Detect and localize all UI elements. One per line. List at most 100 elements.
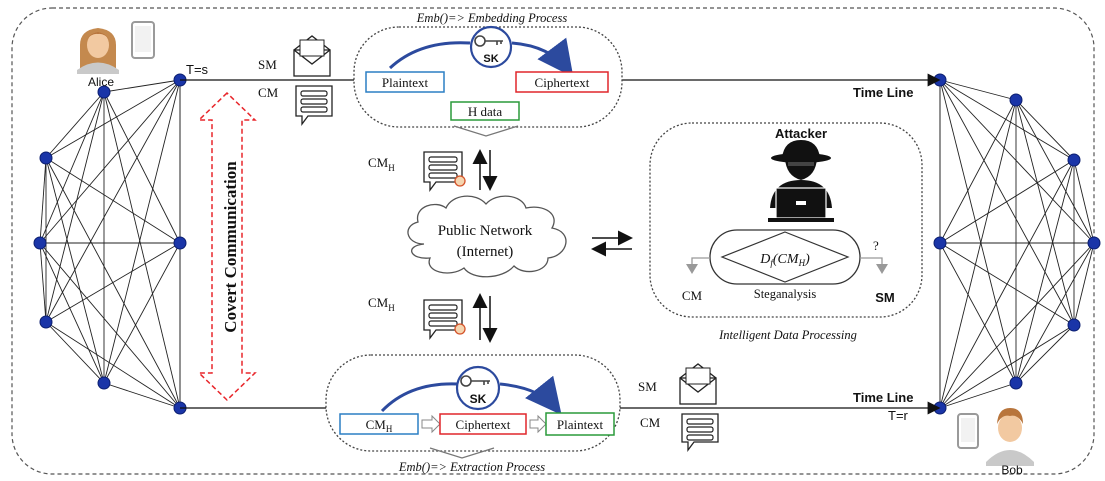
bob-network-mesh: [933, 73, 1101, 415]
cmh-top-label: CMH: [368, 155, 395, 173]
top-timeline-label: Time Line: [853, 85, 913, 100]
sm-branch-line: [860, 257, 883, 266]
alice-time-label: T=s: [186, 62, 209, 77]
detector-diamond: [720, 231, 850, 283]
bob-mesh-link: [1073, 242, 1095, 326]
bob-mesh-link: [1073, 159, 1095, 244]
bob-phone-icon: [957, 413, 979, 449]
alice-mesh-link: [45, 91, 105, 159]
bob-message-icon: [681, 413, 719, 452]
alice-mesh-link: [39, 242, 47, 323]
public-network-label: Public Network: [438, 223, 533, 239]
cm-branch-arrowhead: [686, 264, 698, 274]
bob-mesh-link: [1015, 99, 1075, 161]
alice-mesh-link: [103, 79, 181, 93]
alice-mesh-link: [39, 157, 47, 244]
alice-network-node: [33, 236, 47, 250]
alice-network-node: [97, 376, 111, 390]
bob-mesh-link: [939, 159, 1075, 244]
attacker-title: Attacker: [775, 126, 827, 141]
alice-network-node: [173, 236, 187, 250]
bob-mesh-link: [939, 79, 1075, 326]
extraction-arrow-2: [529, 414, 547, 434]
embedding-title: Emb()=> Embedding Process: [416, 11, 568, 25]
extraction-chevron: [429, 447, 495, 459]
alice-mesh-link: [39, 242, 181, 409]
cmh-bottom-message-icon: [423, 299, 466, 340]
embedding-plaintext-box: [365, 71, 445, 93]
alice-mesh-link: [103, 382, 181, 409]
bob-network-node: [1067, 318, 1081, 332]
alice-message-icon: [295, 85, 333, 126]
cmh-bottom-label: CMH: [368, 295, 395, 313]
cmh-top-message-icon: [423, 151, 466, 192]
embedding-hdata-label: H data: [468, 104, 503, 119]
extraction-ciphertext-box: [439, 413, 527, 435]
alice-mesh-link: [103, 242, 181, 384]
extraction-title: Emb()=> Extraction Process: [398, 460, 545, 474]
alice-mesh-link: [103, 91, 181, 244]
bob-mesh-link: [939, 242, 1075, 326]
hacker-icon: [768, 140, 834, 222]
alice-avatar: [77, 28, 119, 74]
bob-mesh-link: [1015, 159, 1075, 384]
bob-mesh-link: [939, 382, 1017, 409]
extraction-arrow-1: [421, 414, 441, 434]
steganalysis-label: Steganalysis: [754, 287, 817, 301]
embedding-ciphertext-label: Ciphertext: [535, 75, 590, 90]
bob-avatar: [986, 408, 1034, 466]
alice-mesh-link: [39, 79, 181, 244]
extraction-cmh-label: CMH: [366, 417, 393, 434]
bob-time-label: T=r: [888, 408, 909, 423]
internet-label: (Internet): [457, 244, 514, 260]
bob-mesh-link: [939, 99, 1017, 244]
alice-sm-label: SM: [258, 57, 277, 72]
bob-mesh-link: [939, 79, 1017, 101]
bob-mesh-link: [939, 79, 1075, 161]
alice-mesh-link: [45, 79, 181, 159]
detector-formula: Df(CMH): [759, 252, 810, 268]
embedding-key-icon: [469, 25, 513, 69]
extraction-arc-left: [380, 382, 459, 413]
bob-sm-label: SM: [638, 379, 657, 394]
attacker-sm-label: SM: [875, 290, 895, 305]
cm-branch-line: [691, 257, 710, 266]
bob-mesh-link: [1015, 324, 1075, 384]
alice-network-mesh: [33, 73, 187, 415]
alice-phone-icon: [131, 21, 155, 59]
bob-mesh-link: [939, 99, 1017, 409]
embedding-arc-left: [388, 41, 471, 70]
extraction-cmh-box: [339, 413, 419, 435]
alice-mesh-link: [45, 321, 105, 384]
alice-mesh-link: [45, 242, 181, 323]
alice-label: Alice: [88, 75, 114, 89]
extraction-arc-right: [499, 375, 562, 416]
extraction-plaintext-box: [545, 412, 615, 436]
outer-border: [11, 7, 1095, 475]
alice-cm-label: CM: [258, 85, 279, 100]
covert-communication-label: Covert Communication: [221, 161, 240, 333]
bob-mesh-link: [1015, 99, 1075, 326]
bob-label: Bob: [1001, 463, 1023, 477]
alice-mesh-link: [103, 91, 181, 409]
embedding-arc-right: [511, 37, 574, 78]
extraction-ciphertext-label: Ciphertext: [456, 417, 511, 432]
bob-mesh-link: [939, 79, 1017, 384]
bob-mesh-link: [939, 79, 1095, 244]
embedding-key-label: SK: [483, 53, 498, 65]
public-network-cloud: [407, 195, 567, 278]
bob-mesh-link: [939, 242, 1095, 409]
bob-mesh-link: [939, 242, 1017, 384]
bob-envelope-icon: [679, 363, 717, 405]
alice-mesh-link: [39, 91, 105, 244]
alice-network-node: [39, 151, 53, 165]
bob-network-node: [933, 236, 947, 250]
alice-mesh-link: [45, 157, 105, 384]
embedding-ciphertext-box: [515, 71, 609, 93]
bob-network-node: [1067, 153, 1081, 167]
embedding-plaintext-label: Plaintext: [382, 75, 429, 90]
sm-branch-arrowhead: [876, 264, 888, 274]
covert-communication-arrow: [197, 91, 257, 402]
extraction-plaintext-label: Plaintext: [557, 417, 604, 432]
alice-mesh-link: [45, 321, 181, 409]
